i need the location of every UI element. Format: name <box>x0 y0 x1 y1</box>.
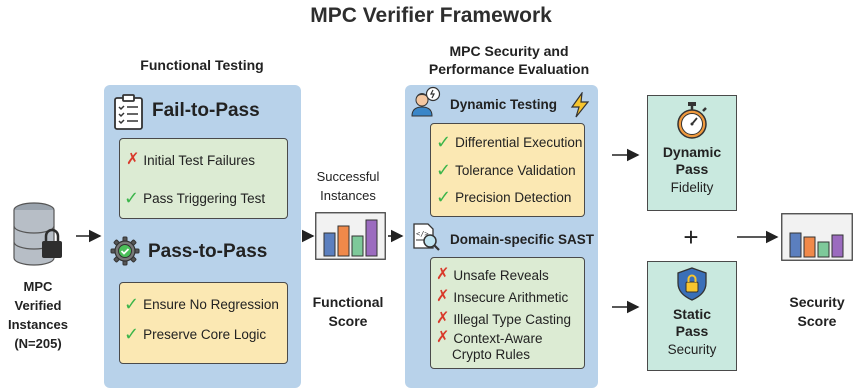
security-header: MPC Security and Performance Evaluation <box>404 42 614 78</box>
static-pass-name: Static Pass <box>648 306 736 340</box>
security-header-line: Performance Evaluation <box>428 61 590 77</box>
pass-item-label: Ensure No Regression <box>143 296 279 312</box>
dynamic-testing-title: Dynamic Testing <box>450 97 558 112</box>
stopwatch-icon <box>674 102 710 140</box>
shield-lock-icon <box>676 267 708 301</box>
dynamic-pass-line: Dynamic <box>662 144 722 160</box>
dynamic-testing-box: ✓ Differential Execution ✓ Tolerance Val… <box>430 123 585 217</box>
check-icon: ✓ <box>436 132 452 152</box>
sast-item-label: Unsafe Reveals <box>453 267 549 283</box>
input-label-line: (N=205) <box>14 336 62 351</box>
fail-to-pass-box: ✗ Initial Test Failures ✓ Pass Triggerin… <box>119 138 288 219</box>
cross-icon: ✗ <box>126 151 140 168</box>
input-label-line: Instances <box>8 317 68 332</box>
security-score-line: Score <box>797 313 837 329</box>
fail-item: ✗ Initial Test Failures <box>126 152 255 168</box>
fail-item-label: Pass Triggering Test <box>143 190 266 206</box>
static-pass-line: Static <box>672 306 712 322</box>
check-icon: ✓ <box>124 294 140 314</box>
pass-item: ✓ Ensure No Regression <box>124 294 279 314</box>
sast-item-label: Illegal Type Casting <box>453 311 571 327</box>
dynamic-pass-box: Dynamic Pass Fidelity <box>647 95 737 211</box>
code-magnifier-icon: </> <box>411 222 441 252</box>
static-pass-sub: Security <box>667 342 717 357</box>
functional-score-line: Functional <box>312 294 384 310</box>
lightning-icon <box>570 90 590 118</box>
dynamic-pass-sub: Fidelity <box>670 180 714 195</box>
input-label-line: MPC <box>23 279 53 294</box>
input-label: MPC Verified Instances (N=205) <box>5 277 71 353</box>
dynamic-item-label: Differential Execution <box>455 134 583 150</box>
dynamic-item: ✓ Differential Execution <box>436 132 583 152</box>
check-icon: ✓ <box>436 187 452 207</box>
sast-item: ✗ Unsafe Reveals <box>436 267 549 283</box>
page-title: MPC Verifier Framework <box>310 4 552 27</box>
pass-item: ✓ Preserve Core Logic <box>124 324 267 344</box>
successful-line: Instances <box>320 188 376 203</box>
successful-instances-label: Successful Instances <box>306 167 390 205</box>
sast-item: ✗ Illegal Type Casting <box>436 311 571 327</box>
sast-item-label: Insecure Arithmetic <box>453 289 569 305</box>
plus-sign: + <box>683 222 699 252</box>
input-label-line: Verified <box>14 298 62 313</box>
dynamic-item: ✓ Precision Detection <box>436 187 572 207</box>
check-icon: ✓ <box>124 324 140 344</box>
security-score-label: Security Score <box>775 293 859 331</box>
sast-item-label: Context-Aware <box>453 330 543 346</box>
successful-line: Successful <box>316 169 380 184</box>
dynamic-item-label: Precision Detection <box>455 189 572 205</box>
cross-icon: ✗ <box>436 266 450 283</box>
pass-to-pass-box: ✓ Ensure No Regression ✓ Preserve Core L… <box>119 282 288 364</box>
database-lock-icon <box>12 201 68 269</box>
cross-icon: ✗ <box>436 310 450 327</box>
dynamic-item-label: Tolerance Validation <box>455 162 576 178</box>
functional-score-line: Score <box>328 313 368 329</box>
bar-chart-icon <box>315 212 386 260</box>
static-pass-box: Static Pass Security <box>647 261 737 371</box>
pass-item-label: Preserve Core Logic <box>143 326 267 342</box>
dynamic-pass-name: Dynamic Pass <box>648 144 736 178</box>
security-score-line: Security <box>789 294 845 310</box>
fail-item-label: Initial Test Failures <box>143 152 255 168</box>
dynamic-item: ✓ Tolerance Validation <box>436 160 576 180</box>
functional-score-label: Functional Score <box>306 293 390 331</box>
cross-icon: ✗ <box>436 288 450 305</box>
sast-title: Domain-specific SAST <box>450 232 595 247</box>
functional-header: Functional Testing <box>140 57 264 73</box>
check-icon: ✓ <box>124 188 140 208</box>
fail-item: ✓ Pass Triggering Test <box>124 188 266 208</box>
sast-box: ✗ Unsafe Reveals ✗ Insecure Arithmetic ✗… <box>430 257 585 369</box>
security-header-line: MPC Security and <box>449 43 569 59</box>
cross-icon: ✗ <box>436 329 450 346</box>
developer-icon <box>409 86 441 118</box>
sast-item: ✗ Context-Aware <box>436 330 542 346</box>
sast-item-continuation: Crypto Rules <box>452 347 531 362</box>
pass-to-pass-title: Pass-to-Pass <box>148 241 268 262</box>
gear-check-icon <box>110 236 140 266</box>
dynamic-pass-line: Pass <box>675 161 709 177</box>
sast-item: ✗ Insecure Arithmetic <box>436 289 568 305</box>
clipboard-checklist-icon <box>113 94 145 130</box>
check-icon: ✓ <box>436 160 452 180</box>
static-pass-line: Pass <box>675 323 709 339</box>
svg-text:</>: </> <box>416 230 429 238</box>
fail-to-pass-title: Fail-to-Pass <box>152 100 260 121</box>
bar-chart-icon <box>781 213 853 261</box>
